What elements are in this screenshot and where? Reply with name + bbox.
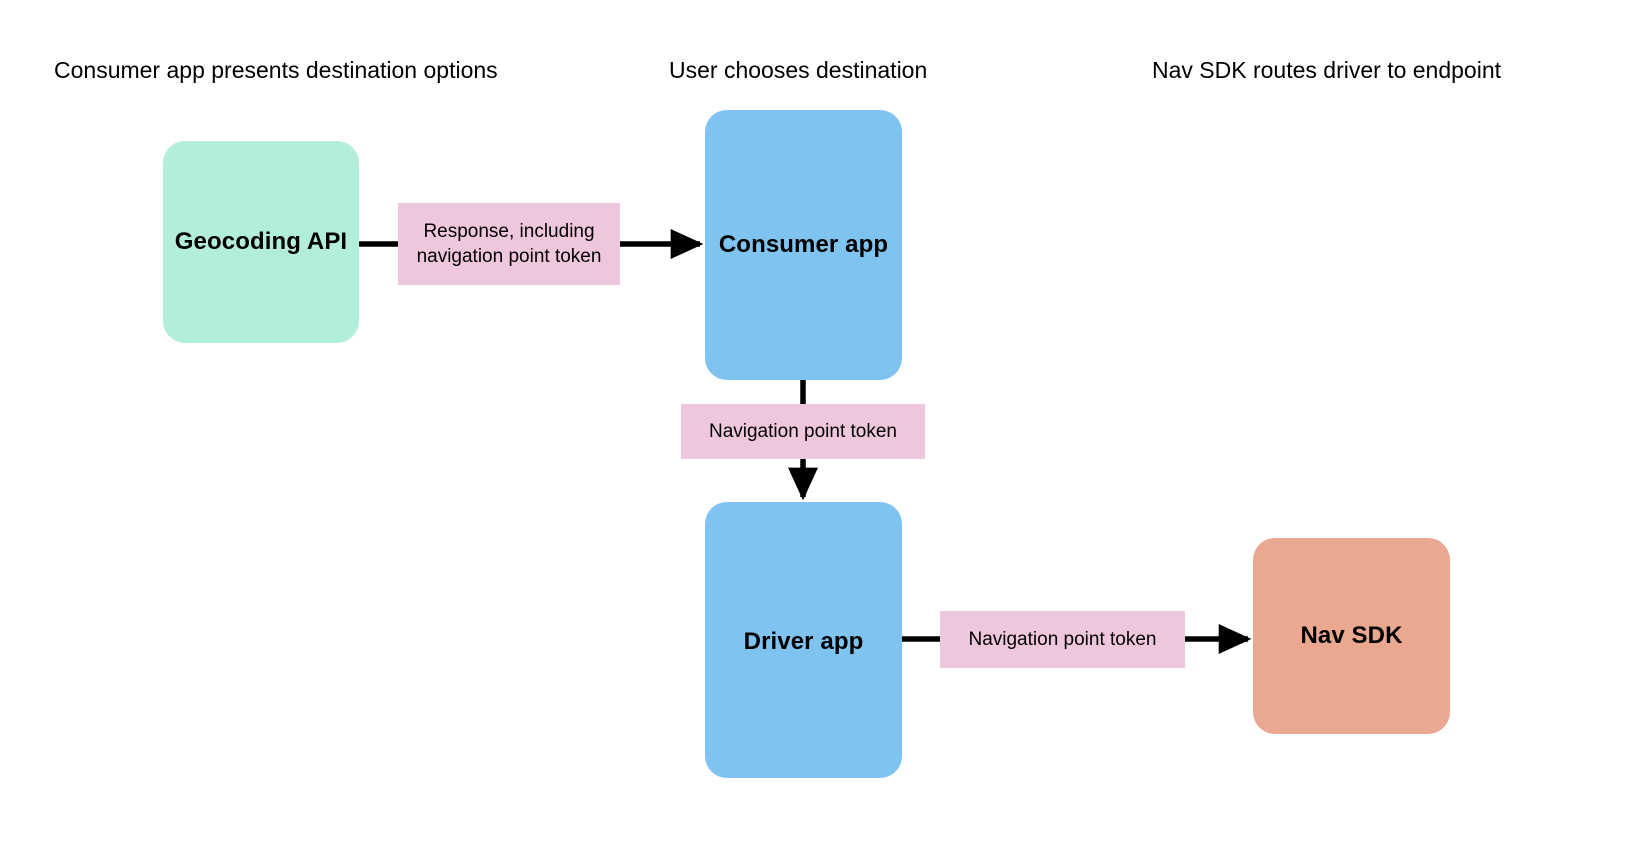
node-geocoding-api-label: Geocoding API xyxy=(174,228,348,255)
edge-label-navigation-point-token-horizontal-text: Navigation point token xyxy=(968,629,1157,650)
edge-label-navigation-point-token-vertical-text: Navigation point token xyxy=(708,421,897,442)
node-consumer-app[interactable]: Consumer app xyxy=(705,110,902,380)
node-consumer-app-label: Consumer app xyxy=(718,231,889,258)
edge-label-response-navigation-point-token: Response, including navigation point tok… xyxy=(398,203,620,285)
node-nav-sdk[interactable]: Nav SDK xyxy=(1253,538,1450,734)
node-nav-sdk-label: Nav SDK xyxy=(1300,622,1403,649)
column-heading-navsdk-routes: Nav SDK routes driver to endpoint xyxy=(1152,57,1502,83)
column-heading-consumer-options: Consumer app presents destination option… xyxy=(54,57,498,83)
node-geocoding-api[interactable]: Geocoding API xyxy=(163,141,359,343)
edge-label-navigation-point-token-horizontal: Navigation point token xyxy=(940,611,1185,668)
column-heading-user-chooses: User chooses destination xyxy=(669,57,928,83)
node-driver-app-label: Driver app xyxy=(743,628,864,655)
edge-label-response-text: Response, including navigation point tok… xyxy=(416,221,602,267)
edge-label-navigation-point-token-vertical: Navigation point token xyxy=(681,404,925,459)
node-driver-app[interactable]: Driver app xyxy=(705,502,902,778)
